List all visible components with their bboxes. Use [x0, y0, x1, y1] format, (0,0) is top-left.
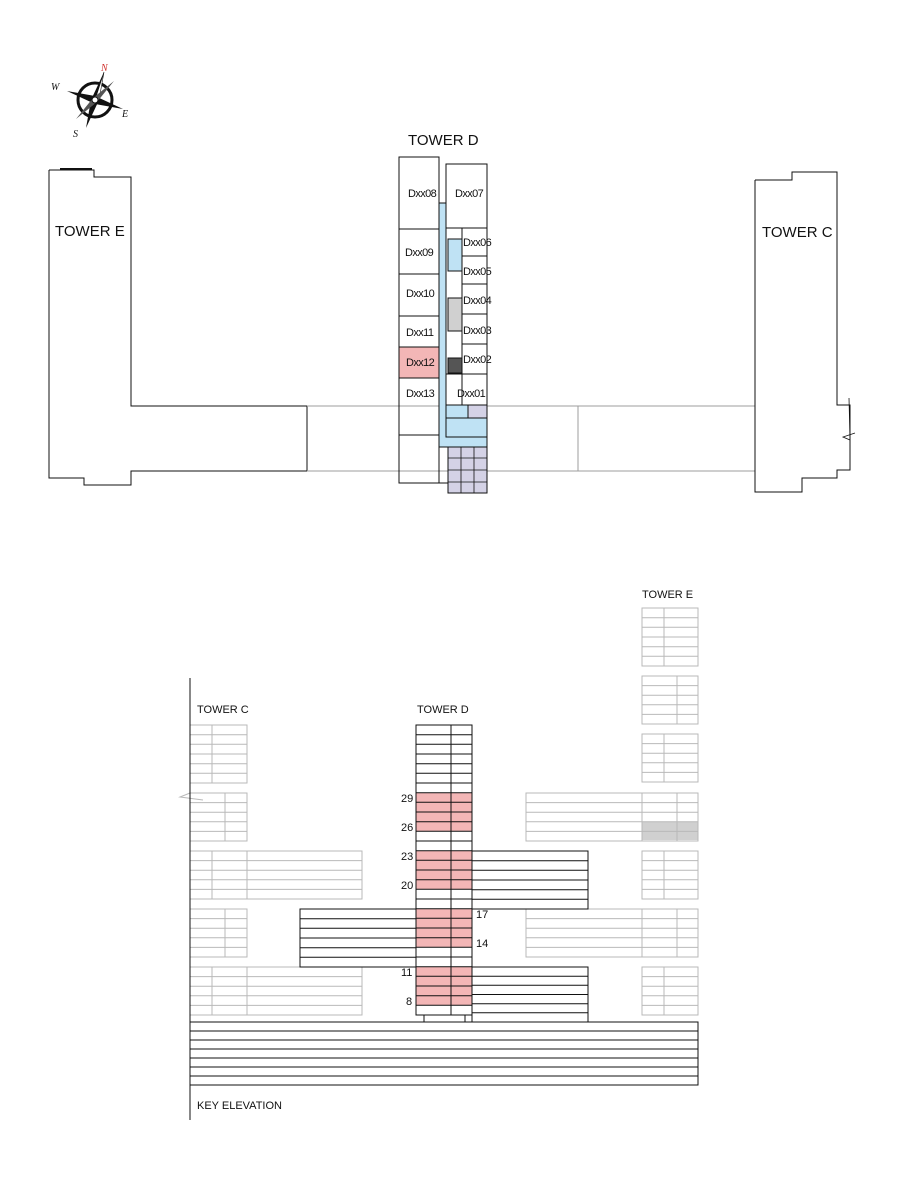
unit-label-dxx01: Dxx01	[457, 388, 486, 400]
floor-label-17: 17	[476, 909, 488, 921]
compass-south-label: S	[73, 129, 78, 140]
tower-d-wing-west	[299, 908, 417, 968]
unit-label-dxx02: Dxx02	[463, 354, 492, 366]
tower-c-stack	[189, 908, 248, 958]
floor-label-26: 26	[401, 822, 413, 834]
floor-label-14: 14	[476, 938, 488, 950]
service-room-dark	[447, 357, 463, 374]
tower-e-wing	[525, 792, 643, 842]
compass-icon	[67, 71, 123, 128]
tower-e-wing	[525, 908, 643, 958]
tower-d-wing-east	[471, 966, 589, 1023]
plan-tower-c-label: TOWER C	[762, 224, 833, 241]
tower-c-stack	[189, 850, 248, 900]
tower-c-outline	[754, 171, 851, 493]
unit-label-dxx06: Dxx06	[463, 237, 492, 249]
unit-label-dxx09: Dxx09	[405, 247, 434, 259]
floor-label-11: 11	[401, 967, 412, 979]
compass-north-label: N	[100, 63, 109, 74]
floor-label-8: 8	[406, 996, 412, 1008]
tower-c-wing	[246, 850, 363, 900]
elevation-tower-c-label: TOWER C	[197, 704, 249, 716]
tower-e-stack	[641, 733, 699, 783]
tower-d-stack	[415, 956, 473, 1016]
unit-label-dxx04: Dxx04	[463, 295, 492, 307]
service-room	[447, 297, 463, 332]
floor-plan	[48, 168, 856, 493]
tower-e-stack	[641, 850, 699, 900]
elevation-tower-d-label: TOWER D	[417, 704, 469, 716]
tower-e-stack	[641, 792, 699, 842]
tower-e-stack	[641, 966, 699, 1016]
tower-d-stack	[415, 782, 473, 842]
compass-east-label: E	[121, 109, 128, 120]
unit-dxx12-highlight	[398, 346, 440, 379]
faded-background-massing	[178, 607, 699, 1022]
tower-e-outline	[48, 169, 308, 486]
tower-d-wing-east	[471, 850, 589, 910]
break-line	[178, 792, 204, 801]
plan-tower-d-label: TOWER D	[408, 132, 479, 149]
floor-label-20: 20	[401, 880, 413, 892]
compass-west-label: W	[51, 82, 61, 93]
plan-tower-e-label: TOWER E	[55, 223, 125, 240]
tower-d-elevation	[299, 724, 589, 1023]
tower-e-stack	[641, 675, 699, 725]
tower-c-stack	[189, 792, 248, 842]
unit-label-dxx05: Dxx05	[463, 266, 492, 278]
tower-c-wing	[246, 966, 363, 1016]
elevation-tower-e-label: TOWER E	[642, 589, 693, 601]
floor-label-23: 23	[401, 851, 413, 863]
podium-block	[189, 1021, 699, 1086]
unit-label-dxx13: Dxx13	[406, 388, 435, 400]
tower-d-stack	[415, 898, 473, 958]
tower-d-stack	[415, 840, 473, 900]
tower-d-stack-top	[415, 724, 473, 784]
core-unit-06-area	[447, 238, 463, 272]
unit-label-dxx03: Dxx03	[463, 325, 492, 337]
unit-label-dxx11: Dxx11	[406, 327, 434, 339]
unit-label-dxx12: Dxx12	[406, 357, 435, 369]
unit-label-dxx07: Dxx07	[455, 188, 484, 200]
elevation-title: KEY ELEVATION	[197, 1100, 282, 1112]
tower-c-stack	[189, 724, 248, 784]
unit-label-dxx08: Dxx08	[408, 188, 437, 200]
tower-e-stack	[641, 908, 699, 958]
tower-c-stack	[189, 966, 248, 1016]
tower-e-stack	[641, 607, 699, 667]
tower-d-plan	[398, 156, 488, 494]
key-elevation	[178, 607, 699, 1120]
floor-label-29: 29	[401, 793, 413, 805]
podium-elevation	[189, 1021, 699, 1086]
unit-label-dxx10: Dxx10	[406, 288, 435, 300]
